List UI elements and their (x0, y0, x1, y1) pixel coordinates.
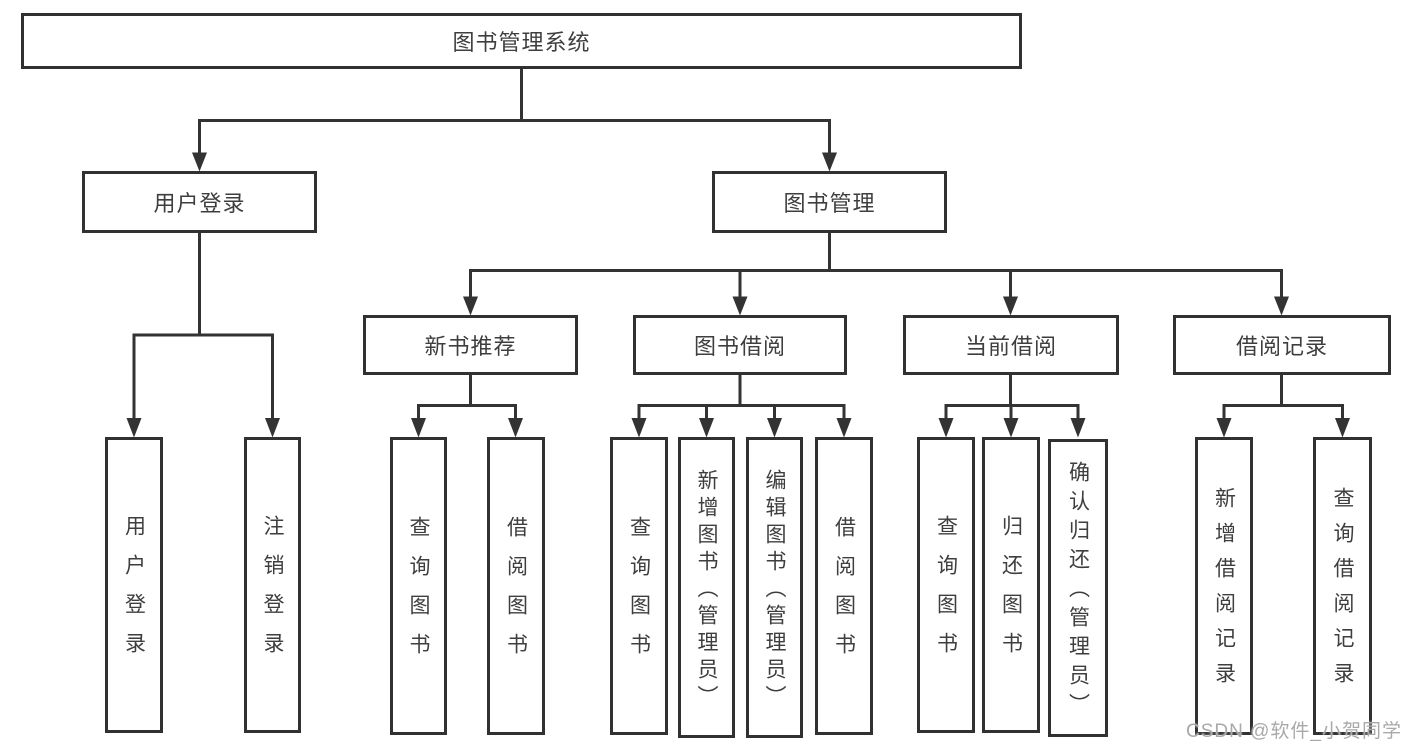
node-book-borrow-label: 图书借阅 (693, 334, 786, 359)
leaf-add-book-admin-label: 新增图书（管理员） (695, 468, 718, 712)
leaf-add-borrow-record: 新增借阅记录 (1195, 437, 1253, 735)
node-new-book-recommend-label: 新书推荐 (424, 334, 517, 359)
leaf-query-books-recommend: 查询图书 (390, 437, 447, 735)
leaf-query-borrow-record: 查询借阅记录 (1313, 437, 1372, 735)
leaf-logout: 注销登录 (244, 437, 301, 733)
node-borrow-records: 借阅记录 (1173, 315, 1391, 375)
leaf-confirm-return-admin: 确认归还（管理员） (1048, 439, 1108, 737)
leaf-borrow-books: 借阅图书 (815, 437, 873, 735)
leaf-logout-label: 注销登录 (261, 515, 284, 671)
leaf-add-book-admin: 新增图书（管理员） (678, 437, 735, 738)
leaf-borrow-books-label: 借阅图书 (832, 516, 856, 672)
node-current-borrow-label: 当前借阅 (964, 334, 1057, 359)
node-user-login-label: 用户登录 (153, 191, 246, 216)
leaf-user-login-label: 用户登录 (122, 515, 146, 671)
node-book-management-label: 图书管理 (783, 191, 876, 216)
leaf-edit-book-admin: 编辑图书（管理员） (746, 437, 803, 738)
arrow-heads (126, 152, 1350, 438)
leaf-user-login: 用户登录 (105, 437, 163, 733)
leaf-query-books-borrow-label: 查询图书 (627, 516, 651, 672)
leaf-add-borrow-record-label: 新增借阅记录 (1212, 487, 1236, 697)
leaf-edit-book-admin-label: 编辑图书（管理员） (763, 468, 786, 712)
leaf-borrow-books-recommend: 借阅图书 (487, 437, 545, 735)
leaf-return-book: 归还图书 (982, 437, 1040, 733)
node-user-login: 用户登录 (82, 171, 317, 233)
leaf-query-books-current: 查询图书 (917, 437, 975, 733)
leaf-return-book-label: 归还图书 (999, 515, 1023, 671)
leaf-query-books-current-label: 查询图书 (934, 515, 958, 671)
node-borrow-records-label: 借阅记录 (1235, 334, 1328, 359)
leaf-confirm-return-admin-label: 确认归还（管理员） (1066, 460, 1090, 722)
connector-paths (132, 69, 1344, 419)
leaf-query-books-borrow: 查询图书 (610, 437, 668, 735)
node-root-label: 图书管理系统 (452, 30, 591, 55)
node-new-book-recommend: 新书推荐 (363, 315, 578, 375)
node-book-management: 图书管理 (712, 171, 947, 233)
leaf-borrow-books-recommend-label: 借阅图书 (504, 516, 528, 672)
node-current-borrow: 当前借阅 (903, 315, 1119, 375)
node-book-borrow: 图书借阅 (633, 315, 847, 375)
watermark: CSDN @软件_小贺同学 (1186, 721, 1402, 742)
leaf-query-borrow-record-label: 查询借阅记录 (1331, 487, 1354, 697)
node-root: 图书管理系统 (21, 13, 1022, 69)
leaf-query-books-recommend-label: 查询图书 (407, 516, 430, 672)
